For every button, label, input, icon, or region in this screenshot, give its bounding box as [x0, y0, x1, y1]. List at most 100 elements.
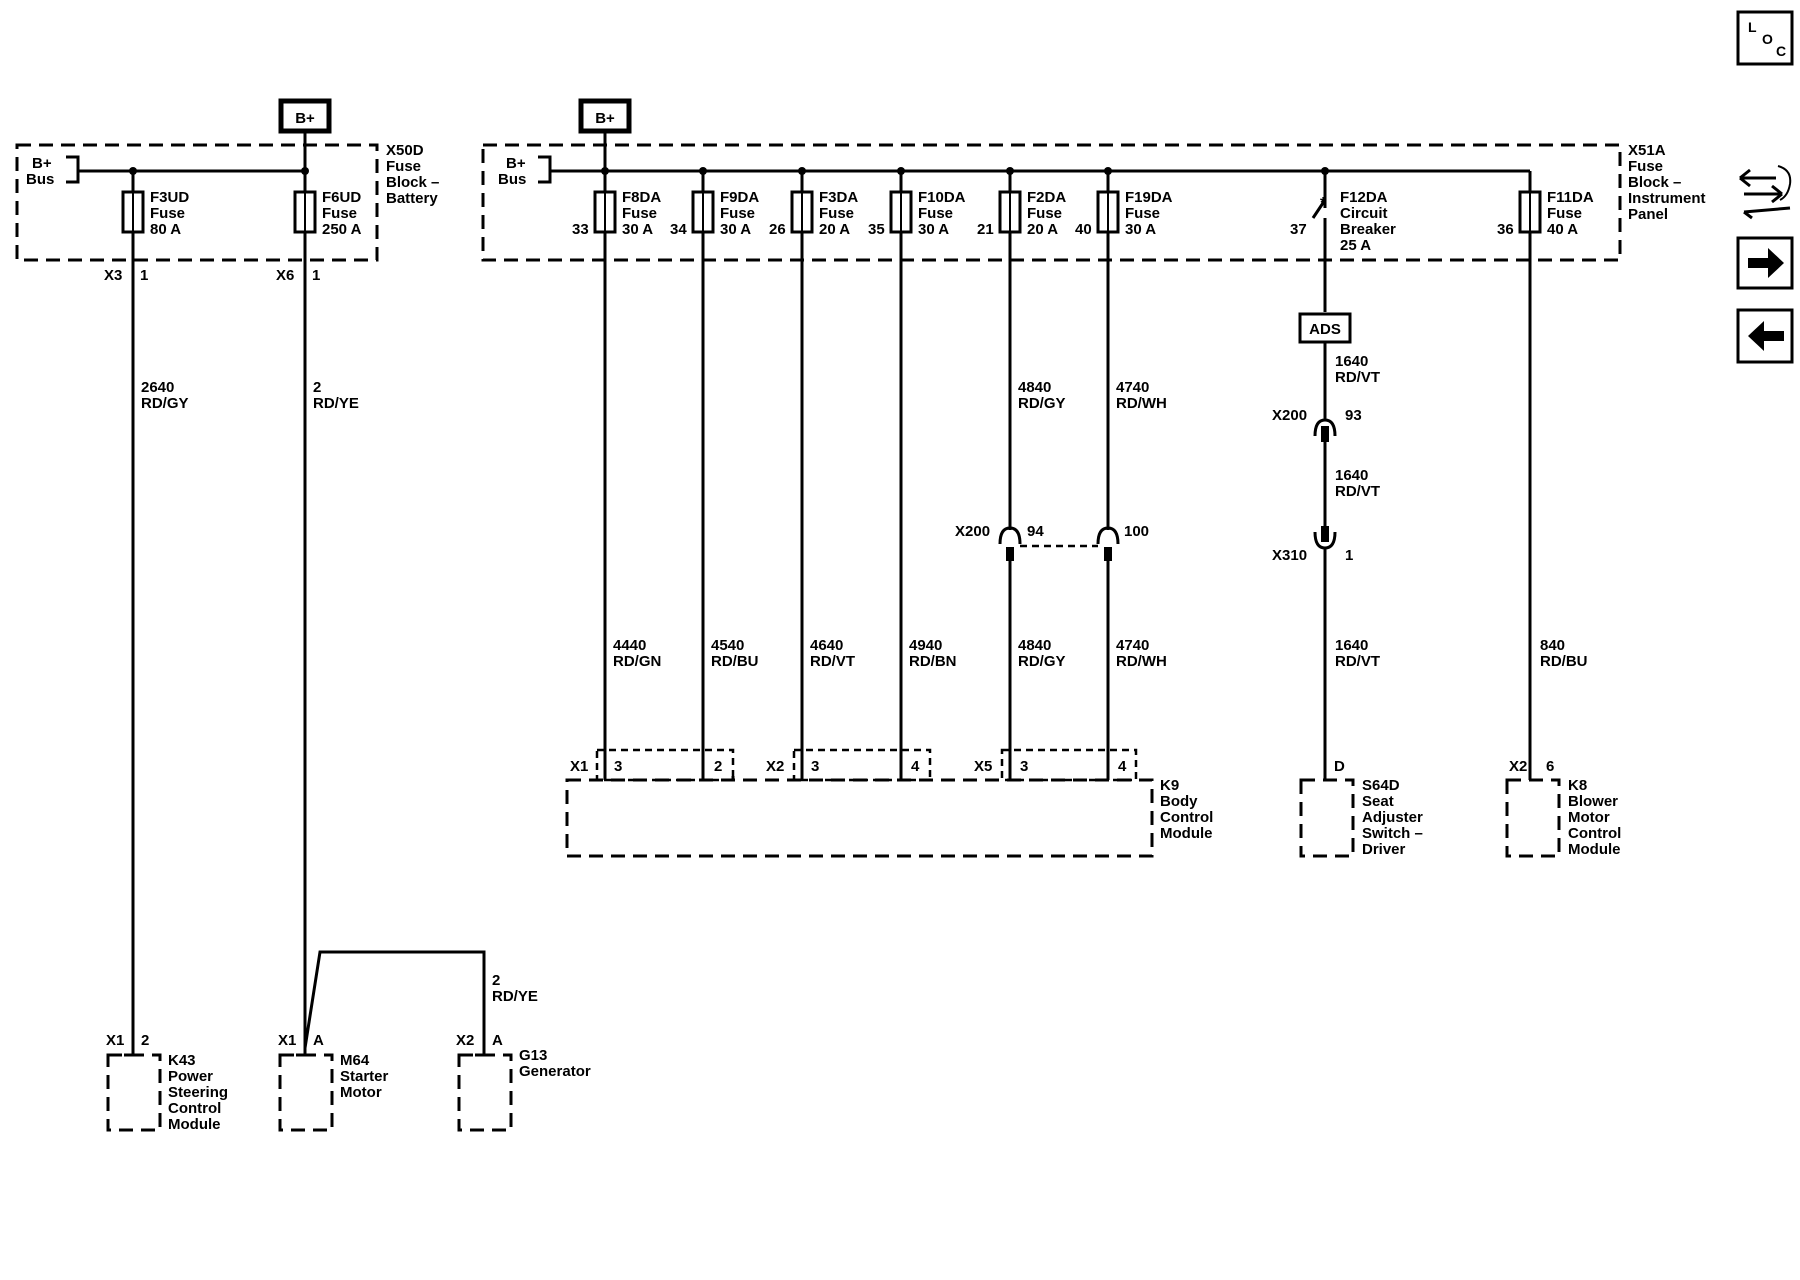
gen-wire-number: 2	[492, 972, 500, 989]
svg-text:RD/BU: RD/BU	[1540, 653, 1588, 670]
svg-text:F8DA: F8DA	[622, 189, 661, 206]
seat-adjuster-switch	[1299, 778, 1355, 858]
wire-4840: 4840	[1018, 637, 1051, 654]
svg-text:X2: X2	[456, 1032, 474, 1049]
previous-page-button[interactable]	[1736, 308, 1794, 364]
bplus-label-left: B+	[295, 110, 315, 127]
starter-motor	[278, 1053, 334, 1132]
svg-text:RD/GN: RD/GN	[613, 653, 661, 670]
svg-text:21: 21	[977, 221, 994, 238]
svg-text:F19DA: F19DA	[1125, 189, 1173, 206]
svg-text:Starter: Starter	[340, 1068, 389, 1085]
svg-text:30 A: 30 A	[918, 221, 949, 238]
svg-text:1640: 1640	[1335, 467, 1368, 484]
svg-text:S64D: S64D	[1362, 777, 1400, 794]
svg-text:Fuse: Fuse	[1628, 158, 1663, 175]
svg-text:X6: X6	[276, 267, 294, 284]
svg-text:2: 2	[141, 1032, 149, 1049]
loc-button[interactable]: L O C	[1736, 10, 1794, 66]
svg-text:1: 1	[140, 267, 148, 284]
svg-text:25 A: 25 A	[1340, 237, 1371, 254]
svg-text:X1: X1	[278, 1032, 296, 1049]
svg-text:3: 3	[811, 758, 819, 775]
svg-text:4: 4	[1118, 758, 1127, 775]
generator	[457, 1053, 513, 1132]
svg-text:RD/YE: RD/YE	[313, 395, 359, 412]
svg-text:40 A: 40 A	[1547, 221, 1578, 238]
fuse-block-ip-label: X51A Fuse Block – Instrument Panel	[1628, 142, 1706, 223]
svg-text:RD/WH: RD/WH	[1116, 653, 1167, 670]
g13-label: G13 Generator	[519, 1047, 591, 1080]
k43-label: K43 Power Steering Control Module	[168, 1052, 228, 1133]
svg-text:Control: Control	[168, 1100, 221, 1117]
fuse-block-battery	[15, 143, 379, 262]
wire-4940: 4940	[909, 637, 942, 654]
arrow-left-icon	[1748, 321, 1784, 351]
svg-text:Block –: Block –	[1628, 174, 1681, 191]
next-page-button[interactable]	[1736, 236, 1794, 290]
blower-label: K8 Blower Motor Control Module	[1568, 777, 1621, 858]
svg-text:M64: M64	[340, 1052, 370, 1069]
svg-text:Fuse: Fuse	[1547, 205, 1582, 222]
svg-text:26: 26	[769, 221, 786, 238]
m64-label: M64 Starter Motor	[340, 1052, 389, 1101]
svg-text:Steering: Steering	[168, 1084, 228, 1101]
bus-label-left-1: B+	[32, 155, 52, 172]
svg-text:Motor: Motor	[340, 1084, 382, 1101]
svg-text:4840: 4840	[1018, 379, 1051, 396]
svg-text:30 A: 30 A	[720, 221, 751, 238]
svg-text:34: 34	[670, 221, 687, 238]
svg-text:RD/BN: RD/BN	[909, 653, 957, 670]
svg-text:X5: X5	[974, 758, 992, 775]
svg-text:F3DA: F3DA	[819, 189, 858, 206]
connector-view-icon[interactable]	[1739, 165, 1792, 220]
svg-text:1: 1	[312, 267, 320, 284]
svg-text:Module: Module	[1568, 841, 1621, 858]
svg-text:F11DA: F11DA	[1547, 189, 1594, 206]
svg-text:20 A: 20 A	[819, 221, 850, 238]
wire-4540: 4540	[711, 637, 744, 654]
svg-text:Seat: Seat	[1362, 793, 1394, 810]
svg-text:RD/GY: RD/GY	[1018, 395, 1066, 412]
bplus-label-right: B+	[595, 110, 615, 127]
svg-text:30 A: 30 A	[622, 221, 653, 238]
loc-c: C	[1776, 43, 1786, 59]
loc-l: L	[1748, 19, 1757, 35]
svg-text:Power: Power	[168, 1068, 213, 1085]
svg-text:1640: 1640	[1335, 353, 1368, 370]
svg-text:F9DA: F9DA	[720, 189, 759, 206]
svg-text:250 A: 250 A	[322, 221, 362, 238]
bplus-source-right: B+	[578, 98, 632, 134]
svg-text:Control: Control	[1160, 809, 1213, 826]
fuse-block-battery-label: X50D Fuse Block – Battery	[386, 142, 439, 207]
wire-4440: 4440	[613, 637, 646, 654]
svg-text:X200: X200	[955, 523, 990, 540]
svg-text:Generator: Generator	[519, 1063, 591, 1080]
svg-text:RD/VT: RD/VT	[810, 653, 855, 670]
ads-label: ADS	[1309, 321, 1341, 338]
svg-text:36: 36	[1497, 221, 1514, 238]
svg-text:Control: Control	[1568, 825, 1621, 842]
bus-label-right-2: Bus	[498, 171, 526, 188]
svg-text:K8: K8	[1568, 777, 1587, 794]
svg-text:35: 35	[868, 221, 885, 238]
connector-x200-inline	[998, 526, 1120, 561]
bcm-label: K9 Body Control Module	[1160, 777, 1213, 842]
svg-text:*: *	[1320, 195, 1327, 212]
svg-text:X51A: X51A	[1628, 142, 1666, 159]
svg-text:20 A: 20 A	[1027, 221, 1058, 238]
svg-text:1640: 1640	[1335, 637, 1368, 654]
svg-text:Body: Body	[1160, 793, 1198, 810]
svg-text:37: 37	[1290, 221, 1307, 238]
svg-text:3: 3	[614, 758, 622, 775]
svg-text:F3UD: F3UD	[150, 189, 189, 206]
gen-wire-color: RD/YE	[492, 988, 538, 1005]
svg-text:2: 2	[714, 758, 722, 775]
svg-text:Fuse: Fuse	[720, 205, 755, 222]
svg-text:D: D	[1334, 758, 1345, 775]
svg-text:4740: 4740	[1116, 379, 1149, 396]
svg-text:RD/VT: RD/VT	[1335, 653, 1380, 670]
svg-text:Instrument: Instrument	[1628, 190, 1706, 207]
body-control-module	[565, 778, 1154, 858]
